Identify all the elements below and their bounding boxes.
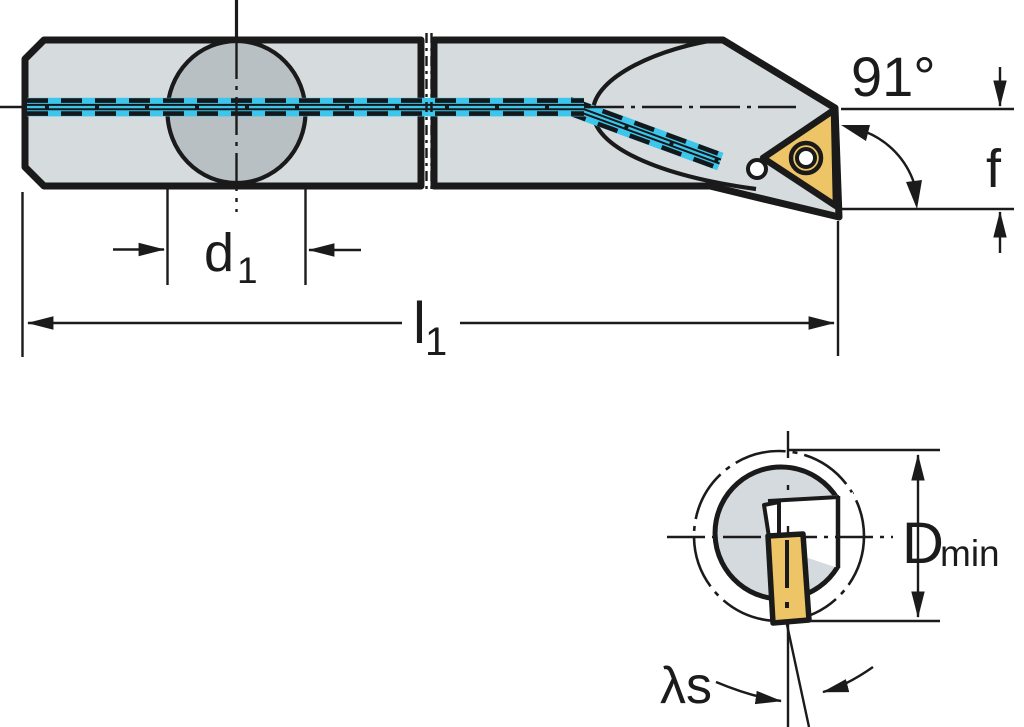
leader-arrow xyxy=(822,666,874,694)
coolant-channel-horizontal xyxy=(27,97,584,117)
leader-arrow xyxy=(715,680,782,705)
l1-label: l1 xyxy=(413,291,447,364)
dimension-f: f xyxy=(841,67,1014,253)
arc-arrowhead xyxy=(906,180,922,209)
d1-label: d1 xyxy=(204,223,258,291)
side-view xyxy=(0,0,843,221)
end-view xyxy=(667,431,893,727)
coolant-dashed-edge xyxy=(565,109,719,171)
clamp-edge-view xyxy=(762,500,781,539)
dmin-label: Dmin xyxy=(902,511,1000,576)
dimension-dmin: Dmin xyxy=(788,448,1000,623)
relief-hole xyxy=(746,158,768,180)
arc-arrowhead xyxy=(841,125,870,141)
lambda-tilted-line xyxy=(784,619,811,727)
pocket-cut-outer xyxy=(840,492,853,575)
coolant-dashed-edge xyxy=(569,97,724,158)
coolant-centerline xyxy=(567,106,720,165)
insert-screw-hole-outer xyxy=(788,140,824,176)
angle-arc xyxy=(865,130,916,184)
dimension-lambda-s: λs xyxy=(660,657,874,715)
dimension-lead-angle: 91° xyxy=(841,45,936,209)
insert-screw-hole-inner xyxy=(795,147,817,169)
coolant-band xyxy=(565,96,724,171)
dimension-d1: d1 xyxy=(113,186,361,291)
coolant-centerline xyxy=(568,102,722,161)
coolant-channel-angled xyxy=(565,96,724,171)
lead-angle-label: 91° xyxy=(851,45,936,108)
insert xyxy=(759,106,840,210)
lambda-s-label: λs xyxy=(660,657,712,715)
f-label: f xyxy=(986,139,1002,199)
dimension-l1: l1 xyxy=(21,192,840,364)
